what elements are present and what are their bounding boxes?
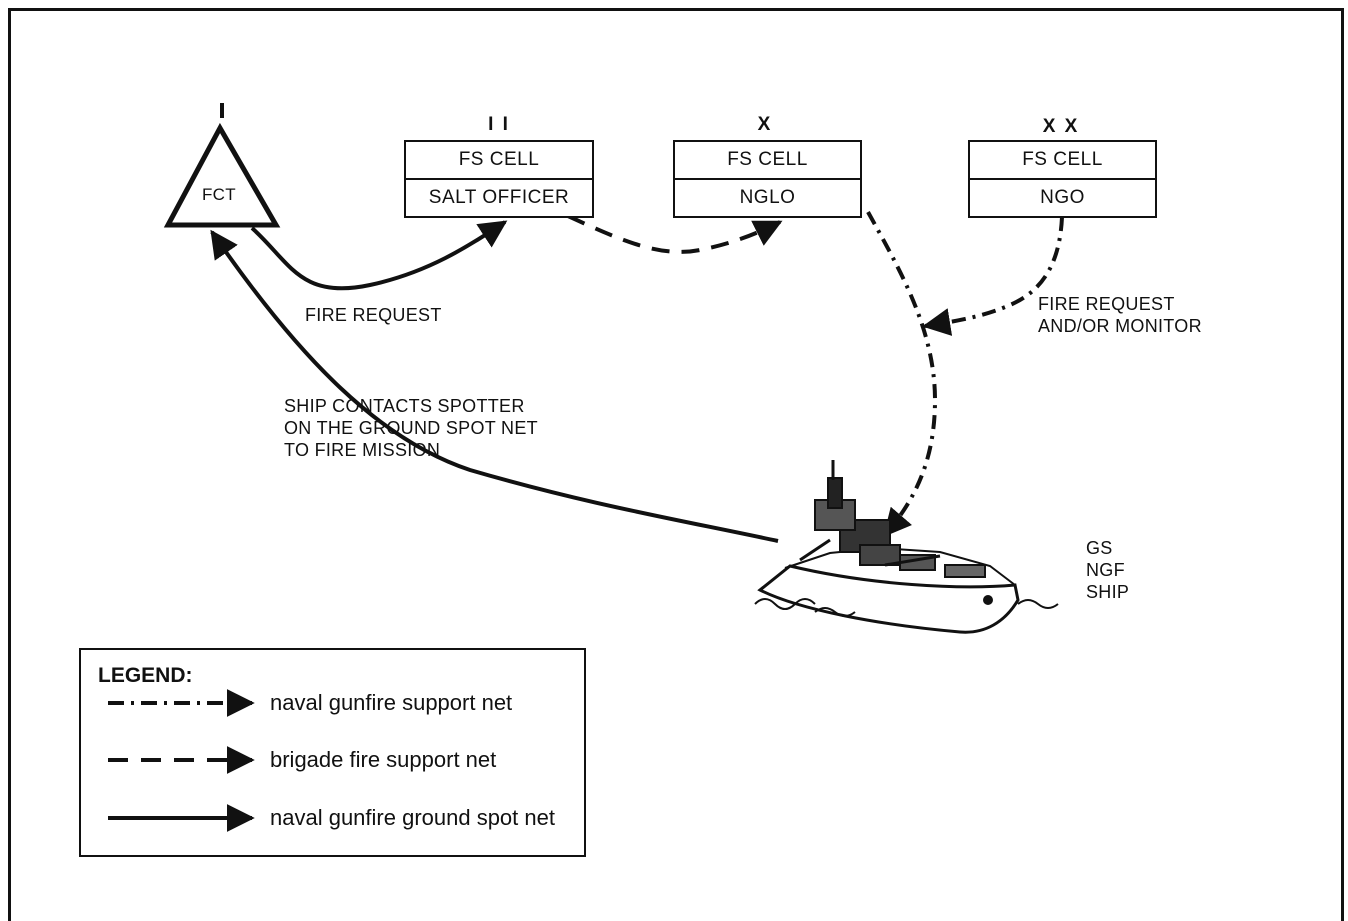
legend-title: LEGEND: — [98, 664, 193, 688]
division-officer-label: NGO — [970, 178, 1155, 216]
battalion-cell-label: FS CELL — [406, 142, 592, 178]
ship-contacts-label: SHIP CONTACTS SPOTTER ON THE GROUND SPOT… — [284, 395, 538, 461]
brigade-fire-support-net — [568, 216, 780, 252]
legend-label-brigade-fire-support-net: brigade fire support net — [270, 747, 496, 773]
battalion-officer-label: SALT OFFICER — [406, 178, 592, 216]
fct-triangle — [168, 128, 276, 225]
brigade-cell-label: FS CELL — [675, 142, 860, 178]
ground-spot-net-fire-request — [252, 222, 505, 288]
brigade-echelon: X — [735, 114, 795, 136]
division-echelon: X X — [1031, 116, 1091, 138]
ship-illustration — [755, 460, 1058, 632]
legend-label-naval-gunfire-support-net: naval gunfire support net — [270, 690, 512, 716]
naval-gunfire-support-net-nglo — [868, 212, 935, 535]
battalion-echelon: I I — [469, 114, 529, 136]
fire-request-label: FIRE REQUEST — [305, 304, 442, 326]
fct-label: FCT — [202, 184, 236, 206]
brigade-fs-cell: FS CELL NGLO — [673, 140, 862, 218]
ship-label: GS NGF SHIP — [1086, 537, 1129, 603]
battalion-fs-cell: FS CELL SALT OFFICER — [404, 140, 594, 218]
ground-spot-net-ship-to-fct — [212, 232, 778, 541]
brigade-officer-label: NGLO — [675, 178, 860, 216]
fire-request-monitor-label: FIRE REQUEST AND/OR MONITOR — [1038, 293, 1202, 337]
division-fs-cell: FS CELL NGO — [968, 140, 1157, 218]
legend-label-ground-spot-net: naval gunfire ground spot net — [270, 805, 555, 831]
division-cell-label: FS CELL — [970, 142, 1155, 178]
